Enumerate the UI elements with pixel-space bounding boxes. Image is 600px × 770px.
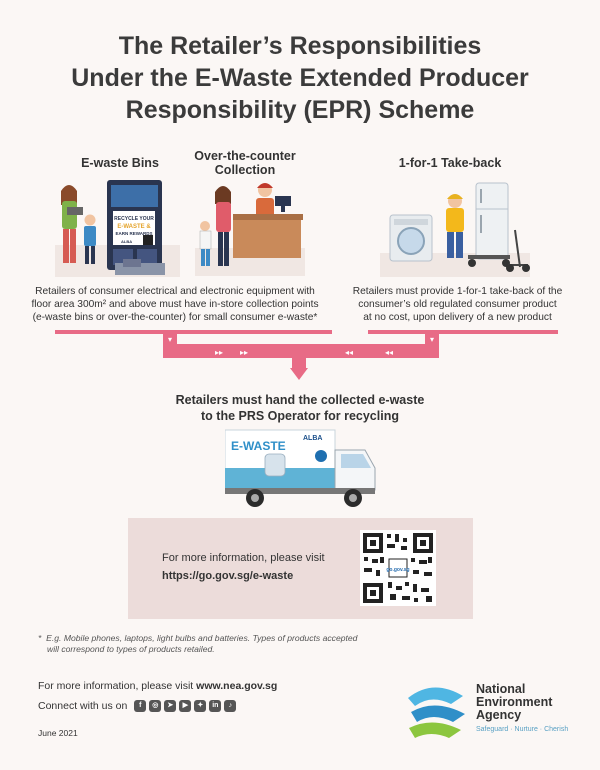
nea-name-line-2: Environment: [476, 695, 553, 709]
left-underline: [55, 330, 332, 334]
youtube-icon[interactable]: ▶: [179, 700, 192, 712]
twitter-icon[interactable]: ✦: [194, 700, 207, 712]
page-title: The Retailer’s Responsibilities Under th…: [0, 30, 600, 126]
nea-name-line-3: Agency: [476, 708, 522, 722]
right-underline: [368, 330, 558, 334]
takeback-description-line-3: at no cost, upon delivery of a new produ…: [363, 312, 552, 323]
takeback-description-line-1: Retailers must provide 1-for-1 take-back…: [352, 286, 563, 297]
handover-text-line-1: Retailers must hand the collected e-wast…: [175, 393, 425, 407]
ewaste-bins-illustration: RECYCLE YOUR E-WASTE & EARN REWARDS ALBA: [55, 180, 180, 277]
takeback-heading: 1-for-1 Take-back: [398, 156, 502, 170]
handover-text-line-2: to the PRS Operator for recycling: [201, 409, 399, 423]
bins-description: Retailers of consumer electrical and ele…: [25, 285, 325, 324]
right-arrows-icon-2: ▸▸: [240, 348, 248, 357]
footer-more-info: For more information, please visit www.n…: [38, 680, 277, 692]
footnote-line-2: will correspond to types of products ret…: [47, 644, 215, 654]
bin-poster-brand: ALBA: [121, 239, 132, 244]
bins-description-line-1: Retailers of consumer electrical and ele…: [35, 286, 315, 297]
printer: [67, 207, 83, 215]
nea-name-line-1: National: [476, 682, 526, 696]
takeback-illustration: [380, 182, 530, 277]
truck-brand: ALBA: [303, 435, 322, 442]
monitor: [275, 196, 291, 206]
center-connector: [292, 344, 306, 370]
ewaste-link[interactable]: https://go.gov.sg/e-waste: [162, 570, 294, 582]
takeback-description-line-2: consumer’s old regulated consumer produc…: [358, 299, 557, 310]
title-line-3: Responsibility (EPR) Scheme: [125, 96, 475, 124]
left-arrows-icon-2: ◂◂: [385, 348, 393, 357]
scooter: [514, 229, 521, 268]
qr-code[interactable]: go.gov.sg: [360, 530, 436, 606]
telegram-icon[interactable]: ➤: [164, 700, 177, 712]
bins-description-line-2: floor area 300m² and above must have in-…: [31, 299, 319, 310]
left-arrows-icon: ◂◂: [345, 348, 353, 357]
bin-screen: [111, 185, 158, 207]
nea-name: National Environment Agency: [476, 683, 552, 722]
bin-qr: [143, 235, 153, 245]
truck-badge-icon: [315, 450, 327, 462]
center-arrowhead: [290, 368, 308, 380]
otc-heading-line-1: Over-the-counter: [194, 149, 296, 163]
nea-tagline: Safeguard · Nurture · Cherish: [476, 726, 569, 733]
instagram-icon[interactable]: ◎: [149, 700, 162, 712]
nea-logo-icon: [408, 687, 465, 738]
otc-heading-line-2: Collection: [214, 163, 276, 177]
takeback-description: Retailers must provide 1-for-1 take-back…: [345, 285, 570, 324]
footnote-line-1: E.g. Mobile phones, laptops, light bulbs…: [46, 633, 358, 643]
qr-label: go.gov.sg: [386, 567, 409, 573]
bin-poster-text-2: E-WASTE &: [117, 224, 151, 230]
truck-illustration: E-WASTE ALBA: [225, 429, 376, 507]
footnote-marker: *: [38, 633, 42, 643]
otc-illustration: [195, 183, 305, 276]
tiktok-icon[interactable]: ♪: [224, 700, 237, 712]
ewaste-bins-heading: E-waste Bins: [81, 156, 159, 170]
bins-description-line-3: (e-waste bins or over-the-counter) for s…: [32, 312, 318, 323]
footer-more-info-text: For more information, please visit: [38, 680, 194, 692]
bin-poster-text-3: EARN REWARDS: [115, 231, 152, 236]
robot-mascot: [264, 453, 286, 477]
connect-text: Connect with us on: [38, 700, 128, 712]
facebook-icon[interactable]: f: [134, 700, 147, 712]
nea-website-link[interactable]: www.nea.gov.sg: [196, 680, 278, 692]
bin-poster-text-1: RECYCLE YOUR: [114, 216, 154, 222]
handover-text: Retailers must hand the collected e-wast…: [0, 392, 600, 424]
down-chevron-right-icon: ▾: [430, 335, 434, 344]
publish-date: June 2021: [38, 728, 78, 738]
child-head: [84, 214, 96, 226]
otc-heading: Over-the-counter Collection: [180, 149, 310, 177]
right-arrows-icon: ▸▸: [215, 348, 223, 357]
flow-arrows: ▾ ▾ ▸▸ ▸▸ ◂◂ ◂◂: [55, 330, 558, 380]
title-line-2: Under the E-Waste Extended Producer: [71, 64, 529, 92]
down-chevron-left-icon: ▾: [168, 335, 172, 344]
linkedin-icon[interactable]: in: [209, 700, 222, 712]
bin-slot-right: [137, 249, 157, 265]
truck-headline: E-WASTE: [231, 439, 286, 453]
counter: [233, 218, 301, 258]
info-text: For more information, please visit: [162, 552, 325, 564]
title-line-1: The Retailer’s Responsibilities: [118, 32, 482, 60]
connect-row: Connect with us on f ◎ ➤ ▶ ✦ in ♪: [38, 700, 237, 712]
footnote: * E.g. Mobile phones, laptops, light bul…: [38, 633, 357, 655]
